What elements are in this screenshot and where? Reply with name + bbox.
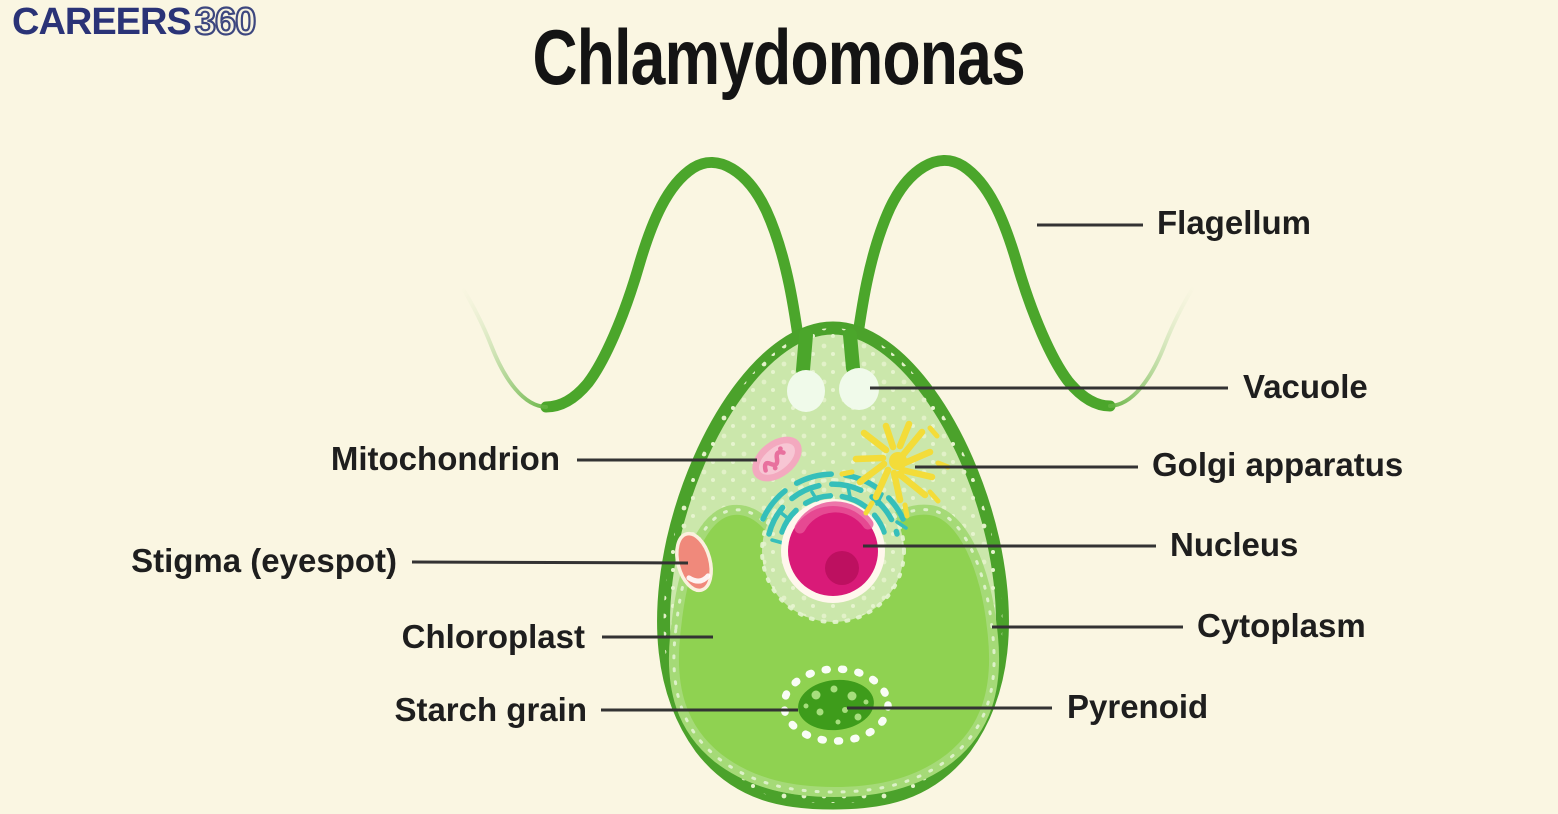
label-flagellum: Flagellum xyxy=(1157,204,1312,242)
stigma-shape xyxy=(675,531,713,593)
label-stigma-eyespot: Stigma (eyespot) xyxy=(131,542,397,580)
label-starch-grain: Starch grain xyxy=(394,691,587,729)
page-title: Chlamydomonas xyxy=(532,13,1026,101)
label-nucleus: Nucleus xyxy=(1170,526,1299,564)
label-vacuole: Vacuole xyxy=(1243,368,1368,406)
vacuole-shape xyxy=(787,368,879,412)
label-mitochondrion: Mitochondrion xyxy=(330,440,560,478)
nucleus-shape xyxy=(781,499,885,603)
logo-brand-text: CAREERS xyxy=(12,1,192,43)
logo-suffix-text: 360 xyxy=(194,0,258,44)
mitochondrion-shape xyxy=(752,436,802,482)
label-cytoplasm: Cytoplasm xyxy=(1197,607,1366,645)
label-golgi-apparatus: Golgi apparatus xyxy=(1152,446,1404,484)
golgi-apparatus-shape xyxy=(839,420,951,519)
flagella-shape xyxy=(460,155,1196,413)
endoplasmic-reticulum-shape xyxy=(760,471,908,545)
label-chloroplast: Chloroplast xyxy=(401,618,585,656)
pyrenoid-shape xyxy=(780,665,892,745)
pyrenoid-dots xyxy=(803,685,869,725)
leader-lines xyxy=(411,223,1228,712)
label-pyrenoid: Pyrenoid xyxy=(1067,688,1209,726)
